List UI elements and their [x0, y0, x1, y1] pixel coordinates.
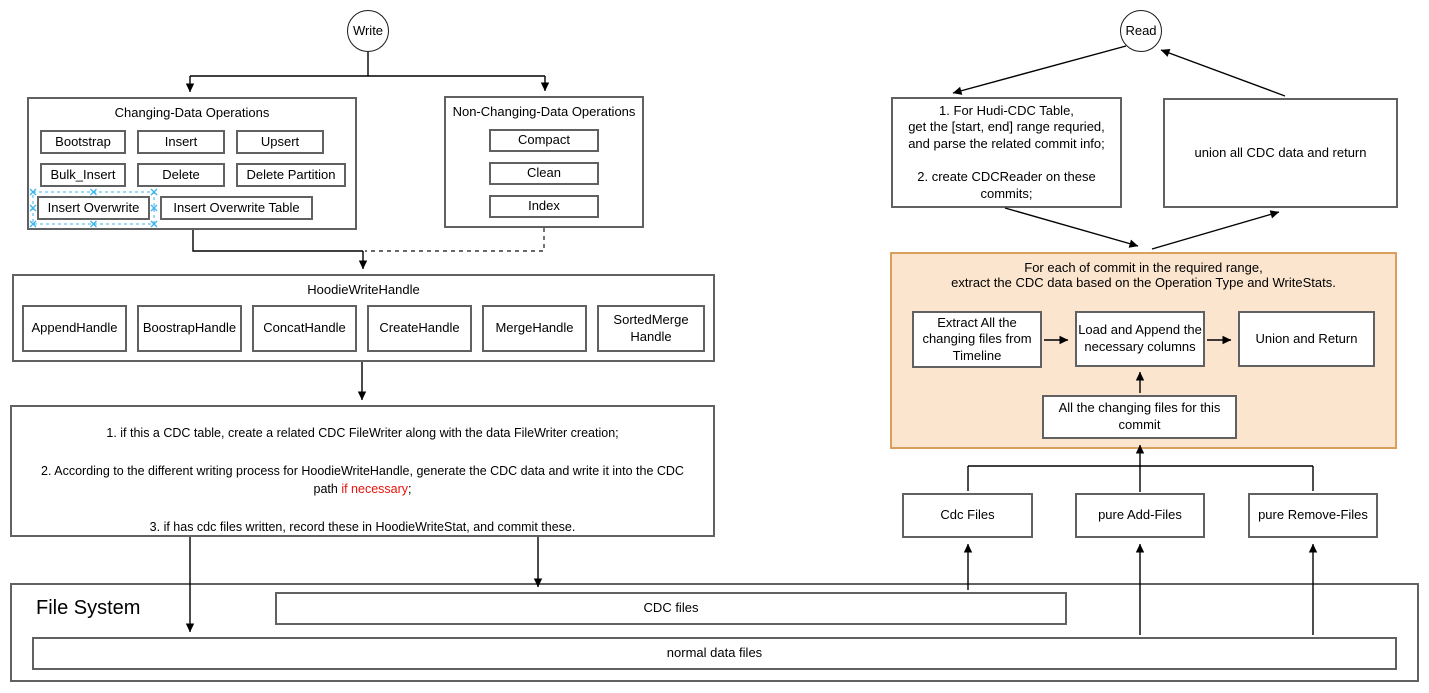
- add-files-box[interactable]: pure Add-Files: [1075, 493, 1205, 538]
- read-node[interactable]: Read: [1120, 10, 1162, 52]
- op-compact[interactable]: Compact: [489, 129, 599, 152]
- per-commit-title: For each of commit in the required range…: [951, 260, 1336, 290]
- op-bootstrap[interactable]: Bootstrap: [40, 130, 126, 154]
- edge-nonchanging-dashed: [365, 228, 545, 252]
- remove-files-box[interactable]: pure Remove-Files: [1248, 493, 1378, 538]
- edge-union-to-read: [1160, 49, 1286, 97]
- op-upsert[interactable]: Upsert: [236, 130, 324, 154]
- handle-merge[interactable]: MergeHandle: [482, 305, 587, 352]
- edge-prepare-to-percommit: [1004, 207, 1139, 248]
- handle-sorted-merge[interactable]: SortedMerge Handle: [597, 305, 705, 352]
- handle-concat[interactable]: ConcatHandle: [252, 305, 357, 352]
- step-extract-changing-files[interactable]: Extract All the changing files from Time…: [912, 311, 1042, 368]
- non-changing-ops-title: Non-Changing-Data Operations: [452, 104, 636, 119]
- step-union-return[interactable]: Union and Return: [1238, 311, 1375, 367]
- instructions-highlight: if necessary: [341, 482, 409, 497]
- op-insert-overwrite[interactable]: Insert Overwrite: [37, 196, 150, 220]
- normal-files-row[interactable]: normal data files: [32, 637, 1397, 670]
- read-prepare-box[interactable]: 1. For Hudi-CDC Table, get the [start, e…: [891, 97, 1122, 208]
- op-delete-partition[interactable]: Delete Partition: [236, 163, 346, 187]
- op-clean[interactable]: Clean: [489, 162, 599, 185]
- op-insert-overwrite-table[interactable]: Insert Overwrite Table: [160, 196, 313, 220]
- write-instructions-box[interactable]: 1. if this a CDC table, create a related…: [10, 405, 715, 537]
- hoodie-write-handle-title: HoodieWriteHandle: [307, 282, 420, 297]
- instructions-part2: ; 3. if has cdc files written, record th…: [149, 482, 576, 534]
- op-insert[interactable]: Insert: [137, 130, 225, 154]
- handle-boostrap[interactable]: BoostrapHandle: [137, 305, 242, 352]
- edge-read-to-prepare: [952, 45, 1127, 95]
- instructions-part1: 1. if this a CDC table, create a related…: [41, 426, 684, 497]
- changing-ops-title: Changing-Data Operations: [114, 105, 270, 120]
- op-index[interactable]: Index: [489, 195, 599, 218]
- step-load-append-columns[interactable]: Load and Append the necessary columns: [1075, 311, 1205, 367]
- edge-changing-to-handle: [192, 230, 363, 252]
- read-union-box[interactable]: union all CDC data and return: [1163, 98, 1398, 208]
- cdc-files-result-box[interactable]: Cdc Files: [902, 493, 1033, 538]
- edge-percommit-to-union: [1151, 210, 1280, 250]
- op-delete[interactable]: Delete: [137, 163, 225, 187]
- handle-create[interactable]: CreateHandle: [367, 305, 472, 352]
- op-bulk-insert[interactable]: Bulk_Insert: [40, 163, 126, 187]
- write-node[interactable]: Write: [347, 10, 389, 52]
- cdc-files-row[interactable]: CDC files: [275, 592, 1067, 625]
- changing-files-box[interactable]: All the changing files for this commit: [1042, 395, 1237, 439]
- handle-append[interactable]: AppendHandle: [22, 305, 127, 352]
- file-system-title: File System: [36, 597, 141, 619]
